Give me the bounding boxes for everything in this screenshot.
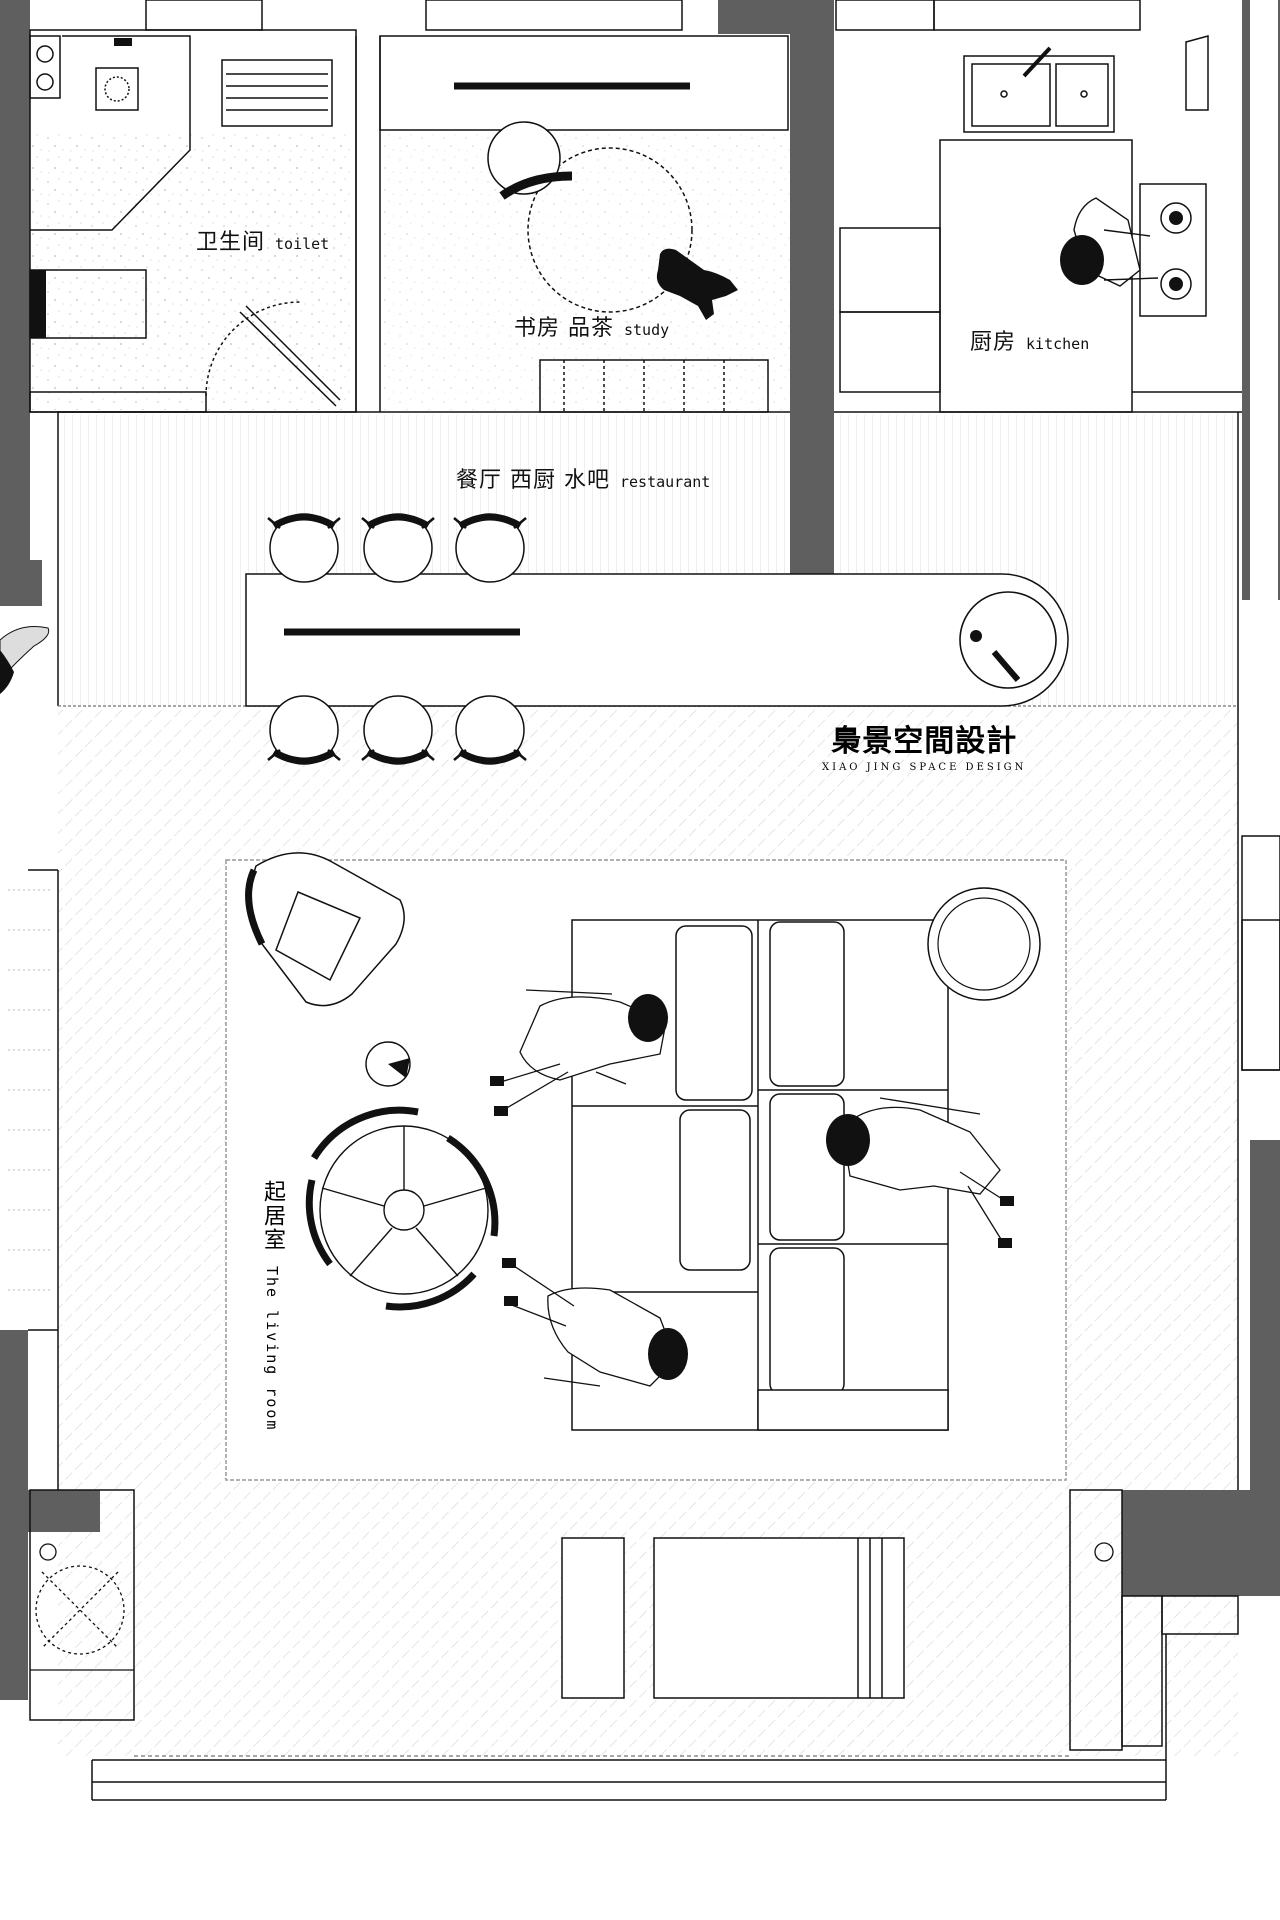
brand-name: 梟景空間設計 [831,724,1018,759]
kitchen-fixtures [839,35,1242,413]
living-label: 起居室 The living room [256,1180,288,1431]
study-label-zh: 书房 品茶 [514,316,614,341]
toilet-label: 卫生间 toilet [196,232,329,254]
restaurant-label-zh: 餐厅 西厨 水吧 [456,468,610,493]
brand-tagline: XIAO JING SPACE DESIGN [822,762,1027,773]
study-label: 书房 品茶 study [514,318,669,340]
dog-left [0,626,50,681]
living-label-zh: 起居室 [260,1180,285,1252]
kitchen-person [1060,197,1159,287]
restaurant-label: 餐厅 西厨 水吧 restaurant [456,470,710,492]
study-chair-back [499,171,573,200]
kitchen-label-zh: 厨房 [970,330,1017,355]
toilet-fixtures [29,35,341,413]
restaurant-label-en: restaurant [620,473,711,491]
bar-stools-bottom [268,696,526,764]
study-floor [382,130,790,410]
bar-stools-top [268,514,526,582]
round-table [959,591,1057,689]
coffee-table [319,1125,489,1295]
kitchen-label-en: kitchen [1026,335,1090,353]
dog-figure [656,248,738,320]
bar-counter [245,573,1069,707]
corner-cabinet [30,1542,1114,1671]
study-label-en: study [624,321,670,339]
toilet-label-en: toilet [275,235,330,253]
stair-lines [8,889,50,1291]
lounge-chair [250,852,405,1007]
toilet-label-zh: 卫生间 [196,230,266,255]
kitchen-label: 厨房 kitchen [970,332,1089,354]
living-label-en: The living room [263,1266,281,1432]
brand-logo: 梟景空間設計 XIAO JING SPACE DESIGN [822,716,1026,773]
tv-console [561,1537,905,1699]
person-right [841,1097,1011,1245]
round-side-table [927,887,1041,1001]
